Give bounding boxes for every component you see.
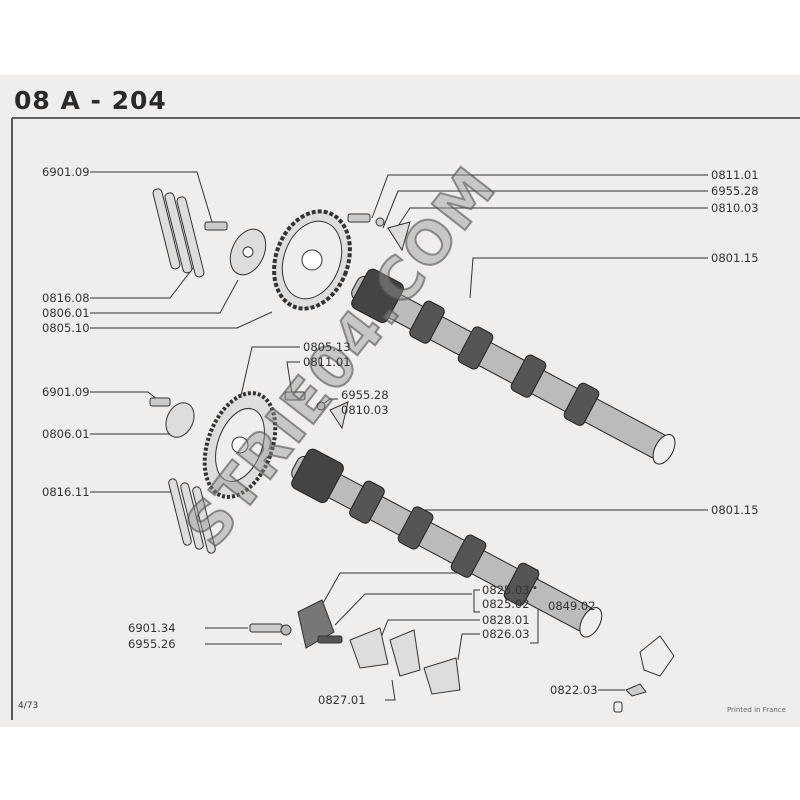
part-label: 0806.01 <box>42 306 90 320</box>
part-label: 6901.34 <box>128 621 176 635</box>
sprocket-lower <box>202 391 278 499</box>
leader-6955-28-b <box>322 398 338 405</box>
part-label: 0816.11 <box>42 485 90 499</box>
leader-0801-15 <box>469 257 708 299</box>
part-label: 6955.28 <box>341 388 389 402</box>
part-label: 0805.10 <box>42 321 90 335</box>
page-title: 08 A - 204 <box>14 86 167 115</box>
bolt-upper <box>204 221 228 231</box>
sprocket-upper <box>272 209 352 311</box>
part-label: 0805.13 <box>303 340 351 354</box>
bracket-0825 <box>473 589 480 613</box>
leader-0828-01 <box>379 619 480 641</box>
lock-0822-03 <box>625 683 647 697</box>
part-label: 0816.08 <box>42 291 90 305</box>
leader-0827-01 <box>385 679 396 701</box>
leader-0806-01 <box>90 279 239 314</box>
lock-0810-03 <box>387 221 411 252</box>
page-frame <box>11 117 800 720</box>
leader-0826-03 <box>457 633 480 661</box>
part-label: 0801.15 <box>711 251 759 265</box>
washer-6955-26 <box>280 624 292 636</box>
part-label: 6955.28 <box>711 184 759 198</box>
lock-0810-03-b <box>329 401 349 430</box>
camshaft-lower <box>291 448 603 638</box>
timing-chain-upper <box>152 188 205 278</box>
leader-0811-01-b <box>286 361 300 395</box>
marker-dot: • <box>532 583 538 594</box>
plate-lower <box>165 402 195 438</box>
bolt-0811-01-b <box>284 391 306 401</box>
washer-6955-28 <box>375 217 385 227</box>
leader-0816-08 <box>90 267 194 299</box>
spring <box>317 635 343 644</box>
part-label: 0827.01 <box>318 693 366 707</box>
leader-0811-01 <box>371 174 708 219</box>
part-label: 0822.03 <box>550 683 598 697</box>
bolt-6901-34 <box>249 623 283 633</box>
bolt-0811-01 <box>347 213 371 223</box>
printed-note: Printed in France <box>727 706 786 714</box>
part-label: 6901.09 <box>42 165 90 179</box>
part-label: 0810.03 <box>711 201 759 215</box>
leader-0825 <box>334 593 472 626</box>
part-label: 0825.03 <box>482 583 530 597</box>
part-label: 0828.01 <box>482 613 530 627</box>
leader-6901-09-b <box>90 391 159 401</box>
part-label: 0825.02 <box>482 597 530 611</box>
part-label: 0849.02 <box>548 599 596 613</box>
bolt-lower <box>149 397 171 407</box>
washer-6955-28-b <box>316 401 326 411</box>
plate-upper <box>229 228 267 276</box>
plate-0827-01 <box>349 627 389 669</box>
timing-chain-lower <box>168 478 216 554</box>
screw <box>613 701 623 713</box>
leader-0810-03 <box>397 207 708 227</box>
camshaft-upper <box>351 268 676 465</box>
part-label: 0810.03 <box>341 403 389 417</box>
part-label: 0811.01 <box>711 168 759 182</box>
tensioner-housing <box>639 635 675 677</box>
part-label: 0801.15 <box>711 503 759 517</box>
plate-0828-01 <box>389 629 421 677</box>
part-label: 0826.03 <box>482 627 530 641</box>
plate-0826-03 <box>423 657 461 695</box>
part-label: 6901.09 <box>42 385 90 399</box>
date-code: 4/73 <box>18 701 39 711</box>
part-label: 0806.01 <box>42 427 90 441</box>
part-label: 0811.01 <box>303 355 351 369</box>
part-label: 6955.26 <box>128 637 176 651</box>
leader-0805-10 <box>90 311 273 329</box>
leader-6901-09 <box>90 171 213 223</box>
leader-0805-13 <box>239 346 300 401</box>
leader-6955-28 <box>382 190 708 229</box>
catalog-page <box>0 75 800 727</box>
